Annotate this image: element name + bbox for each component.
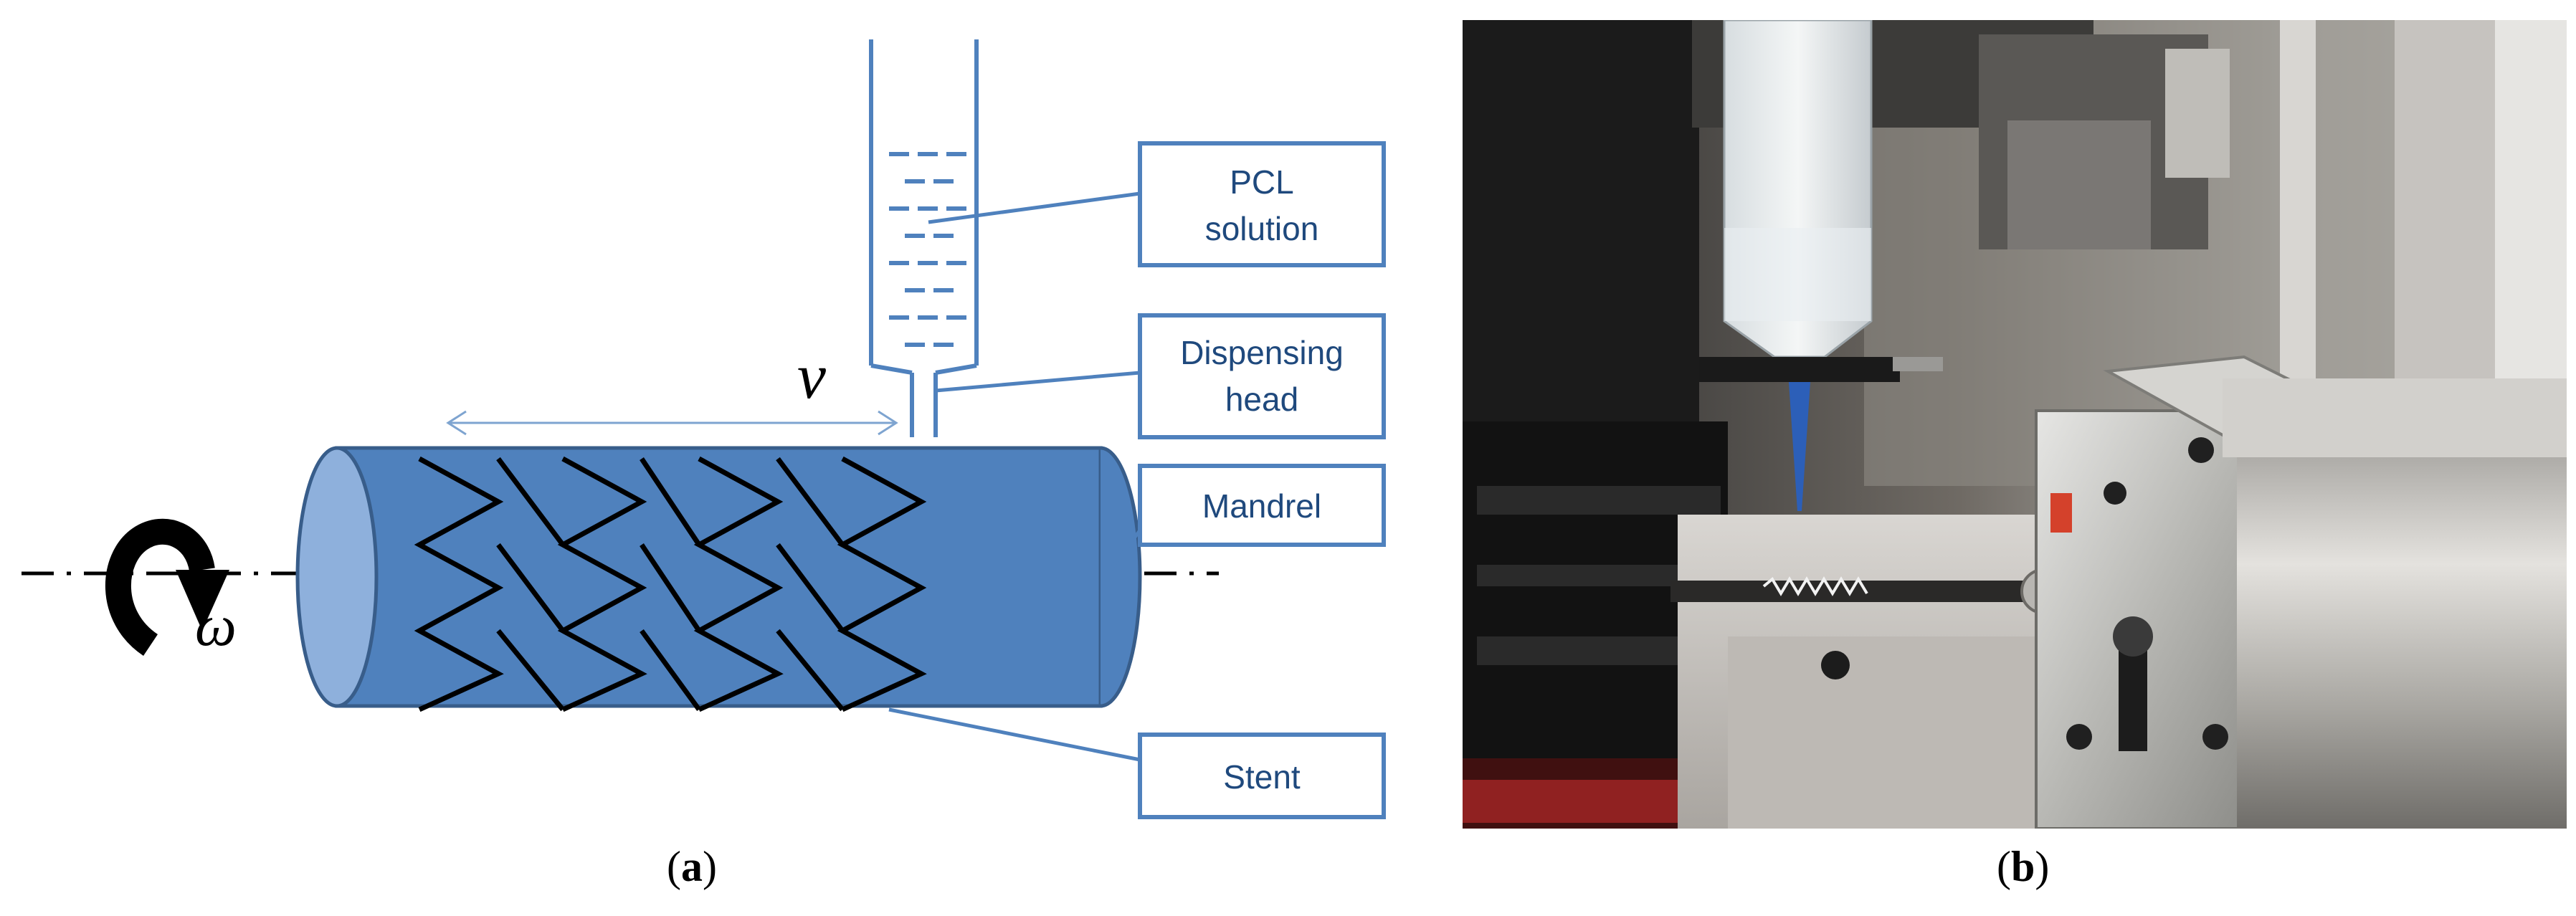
- stent-wire-1: [414, 456, 504, 712]
- stent-link-2-2: [640, 543, 701, 632]
- schematic-svg: v ω PCL solution: [22, 39, 1386, 819]
- stent-wire-3: [693, 456, 784, 712]
- dispensing-machine-photo: [1463, 19, 2567, 830]
- stent-link-1-1: [496, 457, 565, 547]
- rotation-arrow-icon: [105, 518, 229, 656]
- mandrel: [295, 446, 1142, 708]
- stent: [414, 456, 927, 712]
- leader-pcl: [928, 191, 1141, 224]
- mandrel-label: Mandrel: [1202, 487, 1321, 525]
- schematic-panel: v ω PCL solution: [22, 39, 1386, 819]
- photo-panel: [1463, 19, 2567, 830]
- stent-link-2-1: [640, 457, 701, 546]
- velocity-symbol: v: [797, 341, 826, 412]
- caption-a: (a): [667, 843, 717, 890]
- dispensing-head-label-box: [1138, 313, 1386, 439]
- caption-b-letter: b: [2010, 843, 2035, 890]
- leader-stent: [888, 707, 1141, 762]
- syringe: [869, 39, 979, 437]
- caption-a-letter: a: [680, 843, 703, 890]
- pcl-solution-label-line1: PCL: [1230, 163, 1293, 201]
- caption-b: (b): [1997, 843, 2050, 890]
- stent-wire-4: [837, 456, 927, 712]
- pcl-solution-label-box: [1138, 141, 1386, 267]
- stent-link-3-3: [776, 629, 845, 712]
- stent-wire-2: [557, 456, 647, 712]
- stent-link-1-2: [496, 543, 565, 633]
- stent-label: Stent: [1223, 758, 1301, 796]
- rotation-symbol: ω: [195, 593, 237, 658]
- mandrel-label-box: [1138, 464, 1386, 547]
- pcl-solution-label-line2: solution: [1205, 210, 1319, 247]
- velocity-arrow: [446, 410, 898, 436]
- mandrel-end-face: [295, 446, 379, 708]
- stent-link-3-2: [776, 543, 845, 633]
- dispensing-head-label-line1: Dispensing: [1180, 334, 1344, 371]
- stent-label-box: [1138, 733, 1386, 819]
- pcl-solution-fill: [889, 152, 966, 347]
- leader-dispensing: [935, 371, 1141, 393]
- stent-link-3-1: [776, 457, 845, 547]
- stent-link-2-3: [640, 629, 701, 712]
- dispensing-head-label-line2: head: [1225, 381, 1298, 418]
- stent-link-1-3: [496, 629, 565, 712]
